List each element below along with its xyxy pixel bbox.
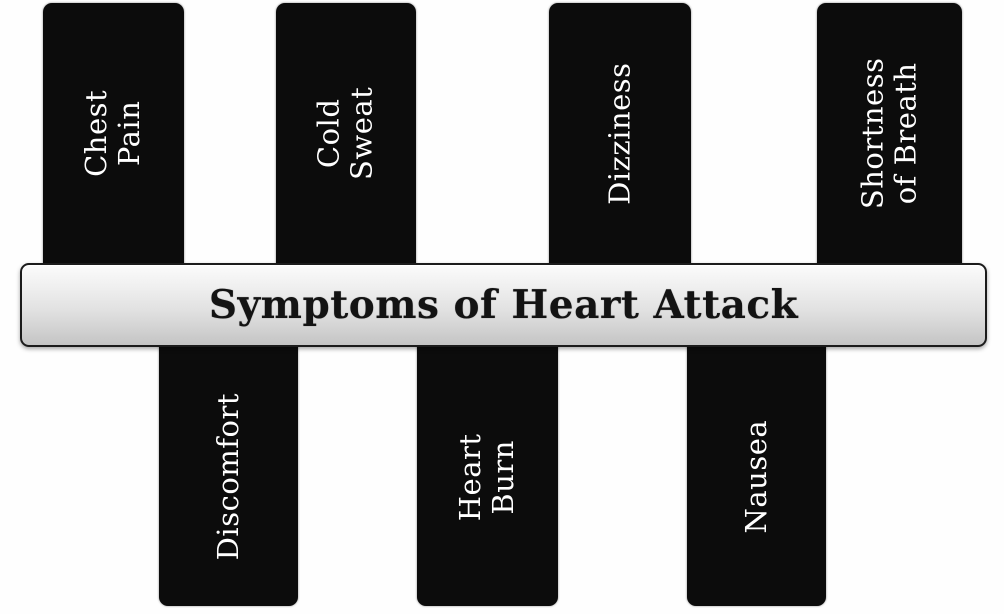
symptom-label: Chest Pain [79, 89, 147, 178]
symptom-bar-heart-burn: Heart Burn [417, 332, 558, 606]
symptom-bar-shortness-of-breath: Shortness of Breath [817, 3, 962, 284]
symptom-label: Shortness of Breath [855, 57, 923, 210]
symptom-label: Heart Burn [453, 433, 521, 521]
diagram-title: Symptoms of Heart Attack [208, 282, 799, 328]
symptom-label: Cold Sweat [311, 86, 379, 181]
symptom-bar-nausea: Nausea [687, 332, 826, 606]
symptom-bar-cold-sweat: Cold Sweat [276, 3, 416, 284]
symptom-bar-dizziness: Dizziness [549, 3, 691, 284]
symptom-bar-chest-pain: Chest Pain [43, 3, 184, 284]
title-banner: Symptoms of Heart Attack [20, 263, 987, 347]
symptom-label: Dizziness [602, 62, 637, 205]
symptom-label: Nausea [738, 420, 773, 534]
symptom-bar-discomfort: Discomfort [159, 332, 298, 606]
symptom-label: Discomfort [210, 393, 245, 561]
